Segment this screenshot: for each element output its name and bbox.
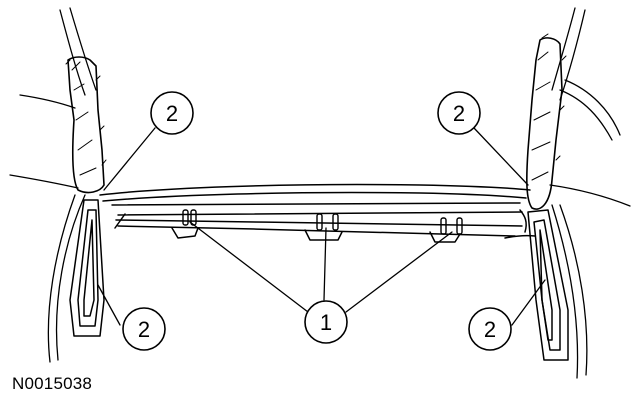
right-upper-seal: [526, 33, 567, 210]
right-lower-seal: [527, 209, 569, 361]
callout-label: 2: [484, 317, 496, 342]
callout-label: 2: [166, 101, 178, 126]
callout-label: 2: [138, 317, 150, 342]
left-lower-seal: [69, 199, 105, 337]
callout-1-center: 1: [304, 300, 348, 344]
clip-left: [182, 209, 197, 226]
callout-2-upper-left: 2: [150, 91, 194, 135]
callout-2-lower-left: 2: [122, 307, 166, 351]
callout-2-upper-right: 2: [437, 91, 481, 135]
seat-back-frame: [99, 183, 536, 243]
callout-2-lower-right: 2: [468, 307, 512, 351]
figure-id: N0015038: [12, 374, 93, 393]
left-upper-seal: [65, 56, 107, 194]
callout-label: 1: [320, 310, 332, 335]
callout-label: 2: [453, 101, 465, 126]
clip-right: [440, 217, 463, 235]
body-outline: [9, 7, 631, 379]
leader-lines: [97, 127, 546, 326]
clip-center: [316, 213, 339, 231]
